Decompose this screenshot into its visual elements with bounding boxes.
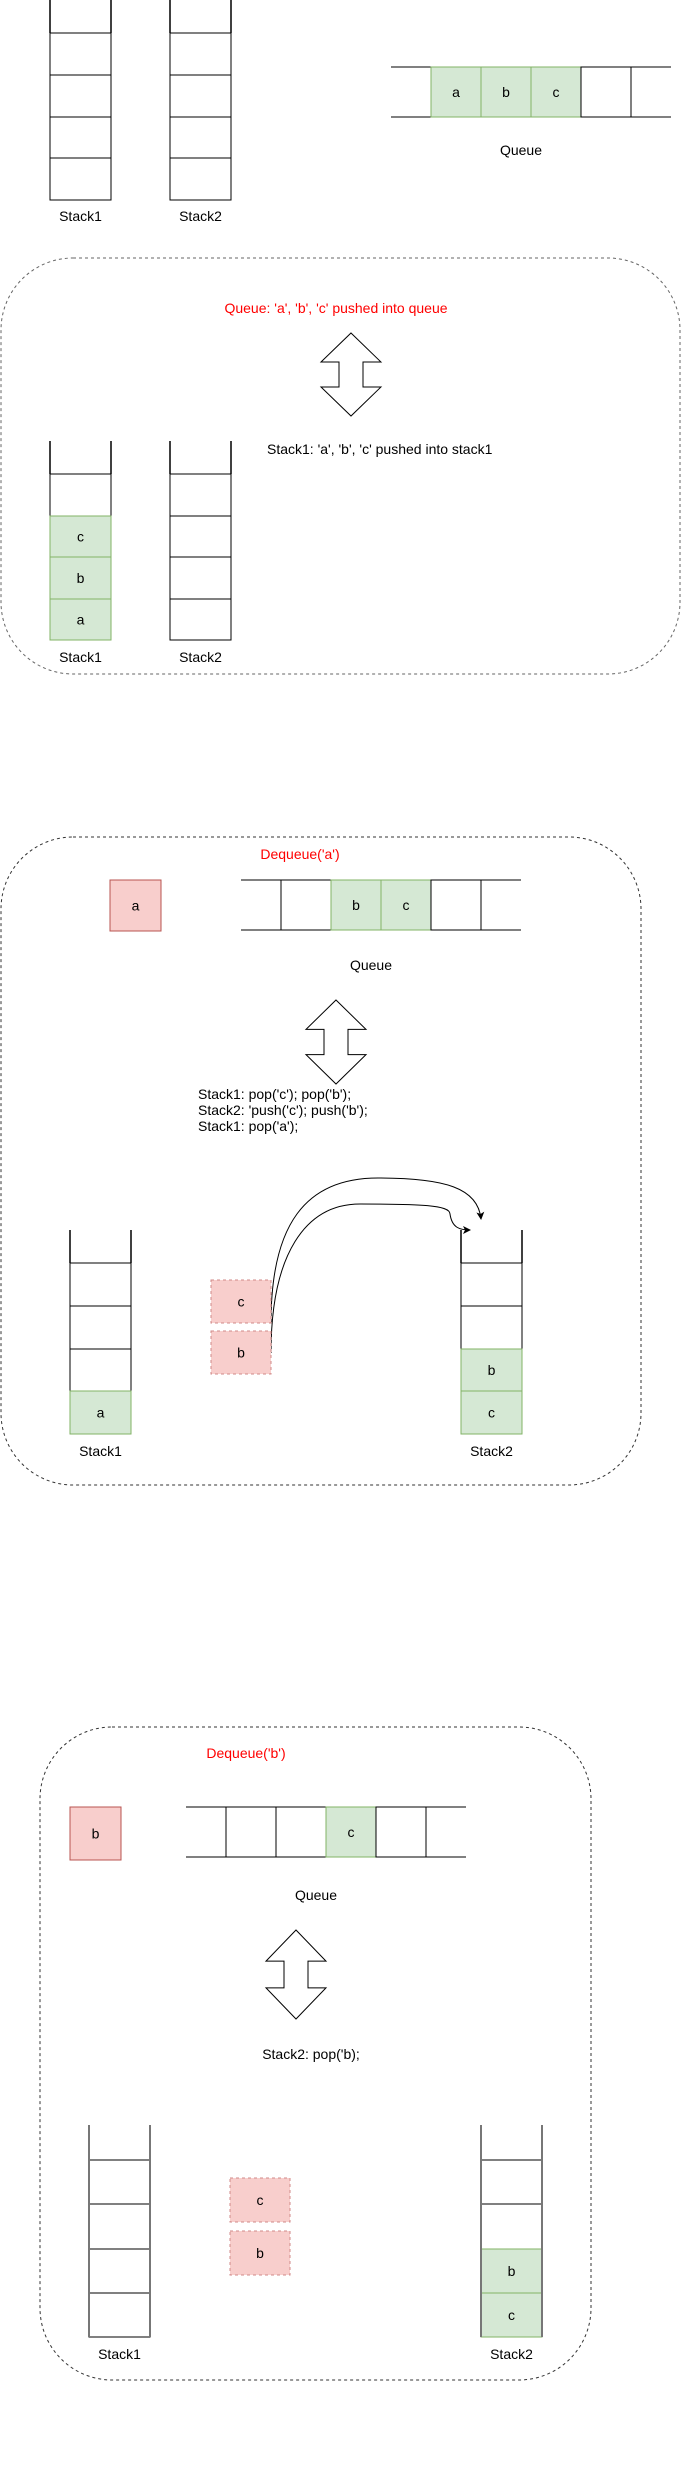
stack-cell-value: c — [508, 2307, 515, 2323]
stack-cell — [460, 1390, 523, 1435]
stack-label: Stack2 — [179, 649, 222, 665]
double-arrow-icon — [319, 332, 383, 417]
panel-title: Queue: 'a', 'b', 'c' pushed into queue — [224, 300, 447, 316]
moving-item-value: c — [238, 1294, 245, 1310]
queue-cell — [375, 1806, 427, 1858]
stack-cell — [88, 2292, 151, 2338]
stack-cell — [460, 1305, 523, 1350]
stack-cell — [49, 473, 112, 517]
stack-label: Stack2 — [179, 208, 222, 224]
stack-cell — [49, 32, 112, 76]
moving-item — [229, 2177, 291, 2223]
stack-label: Stack1 — [59, 208, 102, 224]
stack-cell — [460, 1348, 523, 1392]
queue-cell-value: a — [452, 84, 460, 100]
stack-cell — [49, 74, 112, 118]
moving-item-value: b — [256, 2245, 264, 2261]
queue-label: Queue — [350, 957, 392, 973]
stack-cell — [88, 2203, 151, 2250]
dequeued-item — [109, 879, 162, 932]
moving-item — [229, 2230, 291, 2276]
stack-cell — [49, 157, 112, 201]
queue-cell — [580, 66, 632, 118]
stack-cell — [49, 598, 112, 641]
stack-cell-value: b — [488, 1362, 496, 1378]
dequeued-item — [69, 1806, 122, 1861]
queue-cell — [430, 879, 482, 931]
stack-cell — [169, 157, 232, 201]
stack-cell — [480, 2292, 543, 2338]
stack-label: Stack2 — [470, 1443, 513, 1459]
stack-cell-value: a — [97, 1405, 105, 1421]
stack-cell-value: c — [488, 1405, 495, 1421]
stack-label: Stack1 — [79, 1443, 122, 1459]
stack-cell-value: b — [77, 570, 85, 586]
panel-title: Dequeue('a') — [260, 846, 339, 862]
stack-cell — [69, 1390, 132, 1435]
operation-line: Stack1: pop('a'); — [198, 1118, 298, 1134]
stack-label: Stack2 — [490, 2346, 533, 2362]
operation-line: Stack1: pop('c'); pop('b'); — [198, 1086, 351, 1102]
queue-cell-value: c — [553, 84, 560, 100]
stack-cell — [169, 116, 232, 159]
moving-item — [210, 1330, 272, 1375]
panel-note: Stack2: pop('b); — [262, 2046, 360, 2062]
stack-cell — [169, 598, 232, 641]
stack-cell — [49, 116, 112, 159]
stack-cell — [169, 473, 232, 517]
moving-item — [210, 1279, 272, 1324]
stack-cell-value: a — [77, 612, 85, 628]
stack-cell — [69, 1262, 132, 1307]
operation-line: Stack2: 'push('c'); push('b'); — [198, 1102, 368, 1118]
queue-cell — [325, 1806, 377, 1858]
queue-label: Queue — [500, 142, 542, 158]
queue-cell — [280, 879, 332, 931]
queue-cell-value: c — [403, 897, 410, 913]
moving-item-value: c — [257, 2192, 264, 2208]
transfer-arrow-b — [270, 1203, 471, 1354]
panel-title: Dequeue('b') — [206, 1745, 285, 1761]
queue-cell — [225, 1806, 277, 1858]
queue-cell-value: b — [502, 84, 510, 100]
panel-frame-dequeue-a — [0, 836, 642, 1486]
panel-frame-dequeue-b — [39, 1726, 592, 2381]
queue-cell — [275, 1806, 327, 1858]
stack-label: Stack1 — [59, 649, 102, 665]
stack-cell — [169, 32, 232, 76]
double-arrow-icon — [304, 999, 368, 1085]
queue-cell-value: c — [348, 1824, 355, 1840]
stack-cell — [169, 556, 232, 600]
stack-cell — [88, 2159, 151, 2205]
stack-cell — [480, 2159, 543, 2205]
stack-cell-value: c — [77, 529, 84, 545]
stack-cell — [460, 1262, 523, 1307]
dequeued-item-value: b — [92, 1826, 100, 1842]
stack-cell — [169, 74, 232, 118]
panel-note: Stack1: 'a', 'b', 'c' pushed into stack1 — [267, 441, 493, 457]
stack-cell — [169, 515, 232, 558]
queue-cell-value: b — [352, 897, 360, 913]
queue-cell — [480, 66, 532, 118]
moving-item-value: b — [237, 1345, 245, 1361]
queue-cell — [530, 66, 582, 118]
transfer-arrow-c — [270, 1177, 485, 1324]
dequeued-item-value: a — [132, 898, 140, 914]
stack-cell — [88, 2248, 151, 2294]
stack-cell — [480, 2203, 543, 2250]
stack-cell — [49, 556, 112, 600]
stack-cell — [69, 1305, 132, 1350]
double-arrow-icon — [264, 1929, 328, 2020]
queue-label: Queue — [295, 1887, 337, 1903]
stack-cell-value: b — [508, 2263, 516, 2279]
stack-label: Stack1 — [98, 2346, 141, 2362]
queue-cell — [380, 879, 432, 931]
stack-cell — [69, 1348, 132, 1392]
